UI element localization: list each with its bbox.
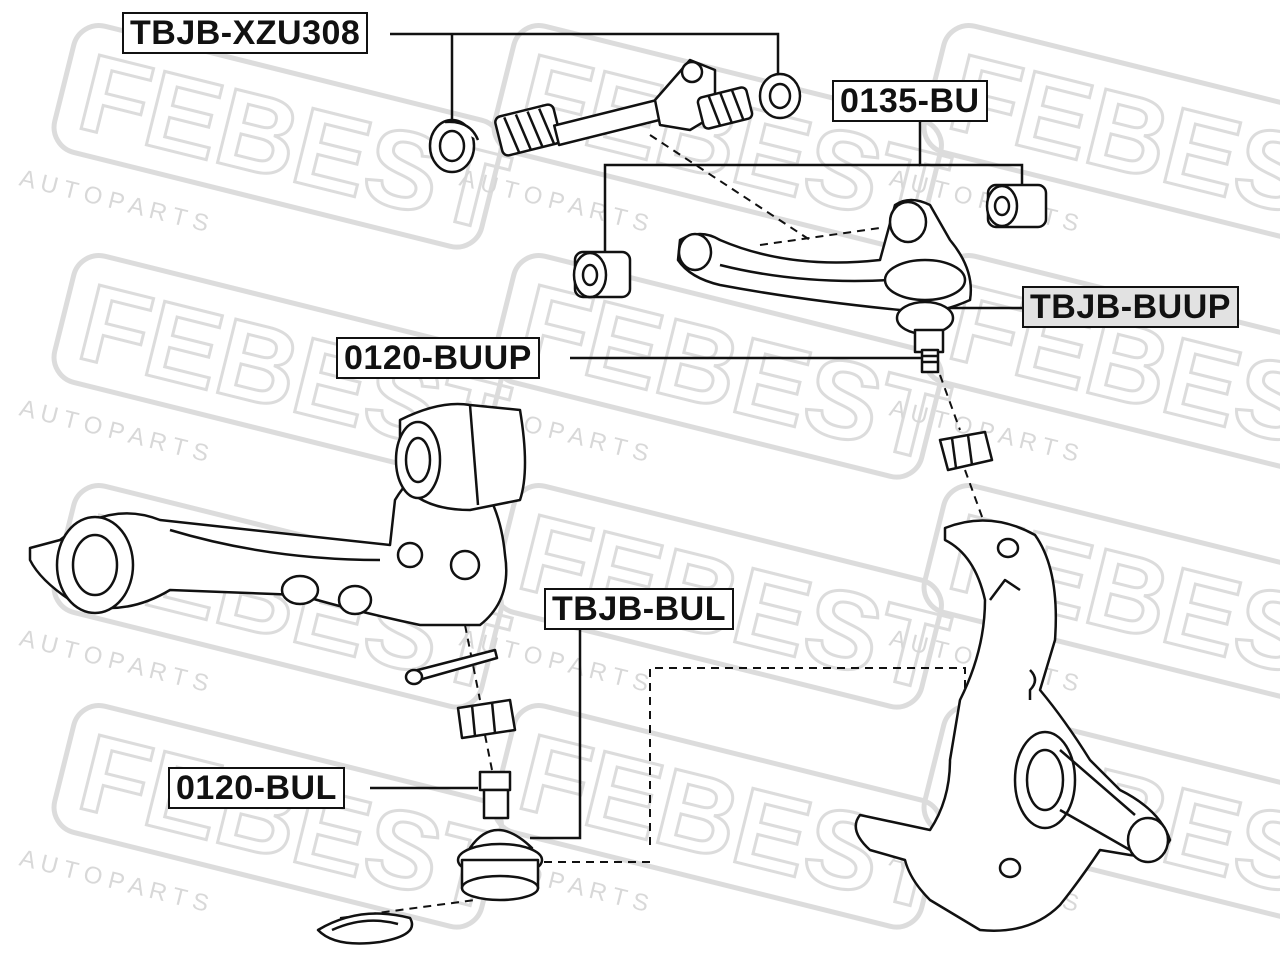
upper-castle-nut xyxy=(938,430,994,472)
label-tbjb-buup[interactable]: TBJB-BUUP xyxy=(1022,286,1239,328)
leader-0135-bu xyxy=(918,120,1024,185)
snap-ring xyxy=(316,912,414,945)
label-0135-bu[interactable]: 0135-BU xyxy=(832,80,988,122)
watermark-brand: FEBEST xyxy=(68,711,519,935)
bushing-top-right xyxy=(758,72,802,120)
watermark-tile: FEBEST A U T O P A R T S xyxy=(17,703,521,936)
leader-tbjb-xzu308 xyxy=(390,32,780,78)
steering-knuckle xyxy=(854,519,1172,932)
leader-tbjb-bul xyxy=(530,628,582,840)
label-0120-bul[interactable]: 0120-BUL xyxy=(168,767,345,809)
camber-shaft xyxy=(494,58,754,157)
parts-layer xyxy=(28,58,1172,945)
upper-control-arm xyxy=(676,198,972,314)
label-tbjb-xzu308[interactable]: TBJB-XZU308 xyxy=(122,12,369,54)
assembly-dashes xyxy=(339,134,1001,919)
lower-ball-joint xyxy=(456,770,544,902)
lower-control-arm xyxy=(28,463,508,627)
bushing-top-left xyxy=(428,118,480,174)
leader-0135-bu-branch xyxy=(603,163,920,255)
label-tbjb-bul[interactable]: TBJB-BUL xyxy=(544,588,734,630)
upper-ball-joint xyxy=(895,300,955,374)
upper-arm-bushing-left xyxy=(572,250,632,299)
lower-arm-bushing xyxy=(394,402,527,512)
cotter-pin xyxy=(404,648,499,686)
label-0120-buup[interactable]: 0120-BUUP xyxy=(336,337,540,379)
upper-arm-bushing-right xyxy=(985,183,1048,229)
leader-lines xyxy=(370,32,1024,840)
lower-castle-nut xyxy=(456,698,517,740)
